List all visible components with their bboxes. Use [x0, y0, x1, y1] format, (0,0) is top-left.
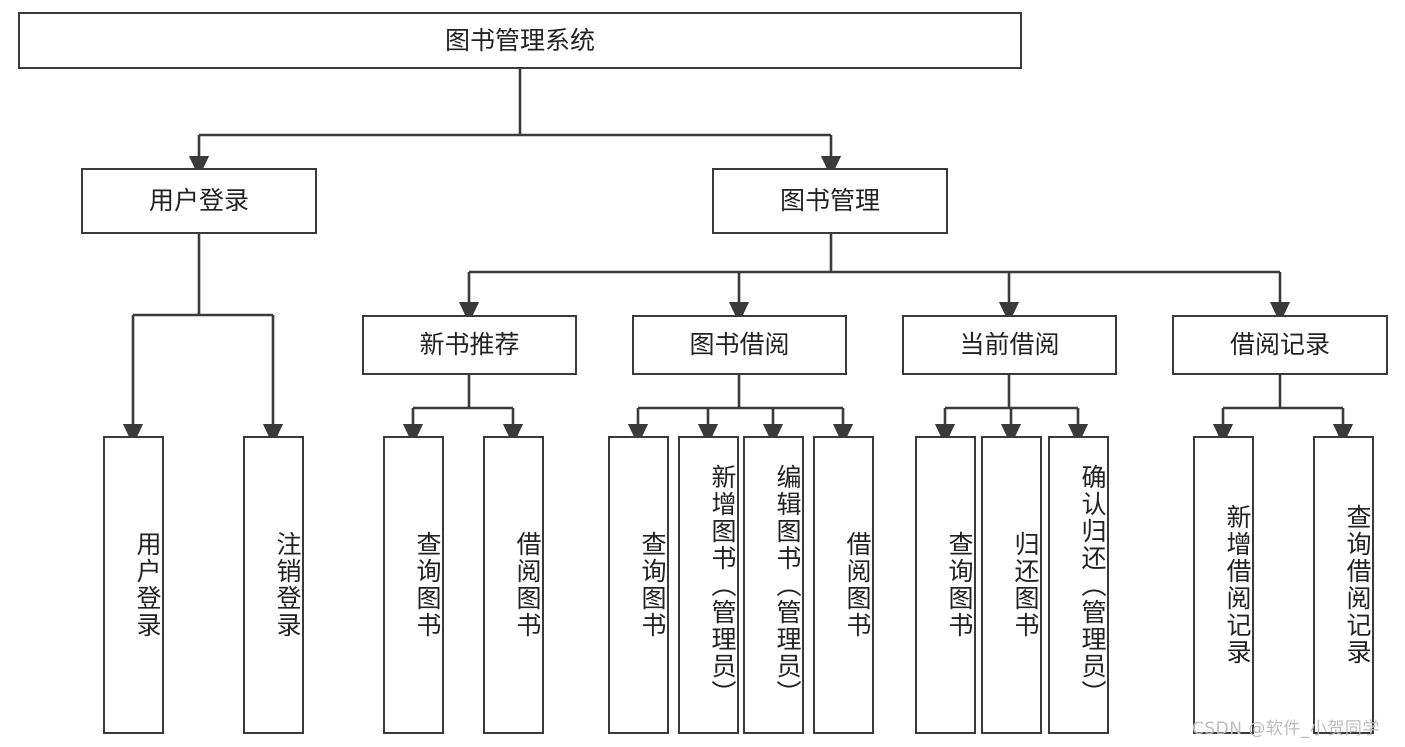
csdn-watermark: CSDN @软件_小贺同学 — [1192, 719, 1380, 739]
node-root[interactable]: 图书管理系统 — [18, 12, 1022, 69]
node-leaf-user-login-label: 用户登录 — [133, 531, 162, 639]
node-new-book-rec-label: 新书推荐 — [419, 330, 520, 360]
node-leaf-query-book-2[interactable]: 查询图书 — [608, 436, 669, 734]
node-leaf-add-book[interactable]: 新增图书（管理员） — [678, 436, 739, 734]
node-root-label: 图书管理系统 — [444, 25, 595, 55]
node-leaf-query-record[interactable]: 查询借阅记录 — [1313, 436, 1374, 734]
node-leaf-query-book-3-label: 查询图书 — [945, 531, 974, 639]
node-book-manage[interactable]: 图书管理 — [712, 168, 948, 234]
node-leaf-logout-login[interactable]: 注销登录 — [243, 436, 304, 734]
node-leaf-edit-book[interactable]: 编辑图书（管理员） — [743, 436, 804, 734]
node-leaf-borrow-book-2-label: 借阅图书 — [843, 531, 872, 639]
node-leaf-query-record-label: 查询借阅记录 — [1343, 504, 1372, 666]
node-leaf-query-book-1-label: 查询图书 — [413, 531, 442, 639]
node-leaf-user-login[interactable]: 用户登录 — [103, 436, 164, 734]
node-book-borrow[interactable]: 图书借阅 — [632, 315, 847, 375]
node-borrow-record-label: 借阅记录 — [1229, 330, 1330, 360]
node-leaf-confirm-return-label: 确认归还（管理员） — [1078, 463, 1107, 707]
node-book-manage-label: 图书管理 — [779, 186, 880, 216]
node-leaf-query-book-1[interactable]: 查询图书 — [383, 436, 444, 734]
node-leaf-confirm-return[interactable]: 确认归还（管理员） — [1048, 436, 1109, 734]
node-leaf-add-record-label: 新增借阅记录 — [1223, 504, 1252, 666]
node-leaf-return-book-label: 归还图书 — [1011, 531, 1040, 639]
node-leaf-logout-login-label: 注销登录 — [273, 531, 302, 639]
node-book-borrow-label: 图书借阅 — [689, 330, 790, 360]
node-leaf-edit-book-label: 编辑图书（管理员） — [773, 463, 802, 707]
node-leaf-borrow-book-2[interactable]: 借阅图书 — [813, 436, 874, 734]
node-leaf-add-record[interactable]: 新增借阅记录 — [1193, 436, 1254, 734]
node-new-book-rec[interactable]: 新书推荐 — [362, 315, 577, 375]
node-leaf-add-book-label: 新增图书（管理员） — [708, 463, 737, 707]
node-leaf-query-book-2-label: 查询图书 — [638, 531, 667, 639]
node-current-borrow-label: 当前借阅 — [959, 330, 1060, 360]
node-current-borrow[interactable]: 当前借阅 — [902, 315, 1117, 375]
node-leaf-borrow-book-1[interactable]: 借阅图书 — [483, 436, 544, 734]
node-leaf-query-book-3[interactable]: 查询图书 — [915, 436, 976, 734]
node-borrow-record[interactable]: 借阅记录 — [1172, 315, 1388, 375]
node-user-login[interactable]: 用户登录 — [81, 168, 317, 234]
node-leaf-return-book[interactable]: 归还图书 — [981, 436, 1042, 734]
node-user-login-label: 用户登录 — [148, 186, 249, 216]
node-leaf-borrow-book-1-label: 借阅图书 — [513, 531, 542, 639]
